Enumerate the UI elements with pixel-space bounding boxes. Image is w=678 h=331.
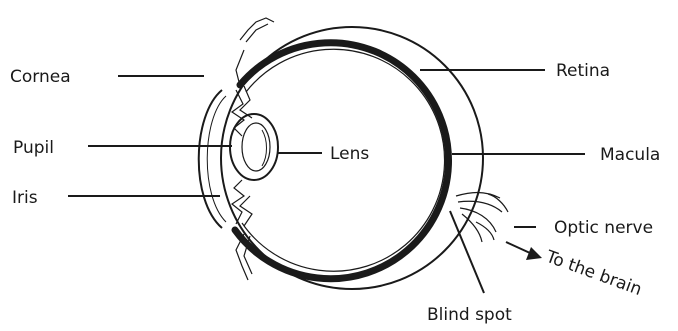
label-lens: Lens [330, 144, 369, 164]
leader-lines [68, 70, 585, 293]
cornea-inner [207, 96, 226, 222]
label-blind-spot: Blind spot [427, 305, 512, 325]
ciliary-body-upper [232, 18, 274, 136]
label-to-the-brain: To the brain [542, 247, 644, 300]
lens-inner [242, 123, 270, 171]
label-pupil: Pupil [13, 138, 54, 158]
lens [230, 114, 278, 180]
label-iris: Iris [12, 188, 38, 208]
label-retina: Retina [556, 61, 610, 81]
cornea [199, 90, 222, 228]
label-macula: Macula [600, 145, 660, 165]
label-cornea: Cornea [10, 67, 71, 87]
brain-arrow-line [506, 242, 530, 253]
lens-outer [230, 114, 278, 180]
optic-nerve [456, 193, 508, 243]
label-optic-nerve: Optic nerve [554, 218, 653, 238]
to-the-brain-arrowhead [526, 247, 542, 260]
